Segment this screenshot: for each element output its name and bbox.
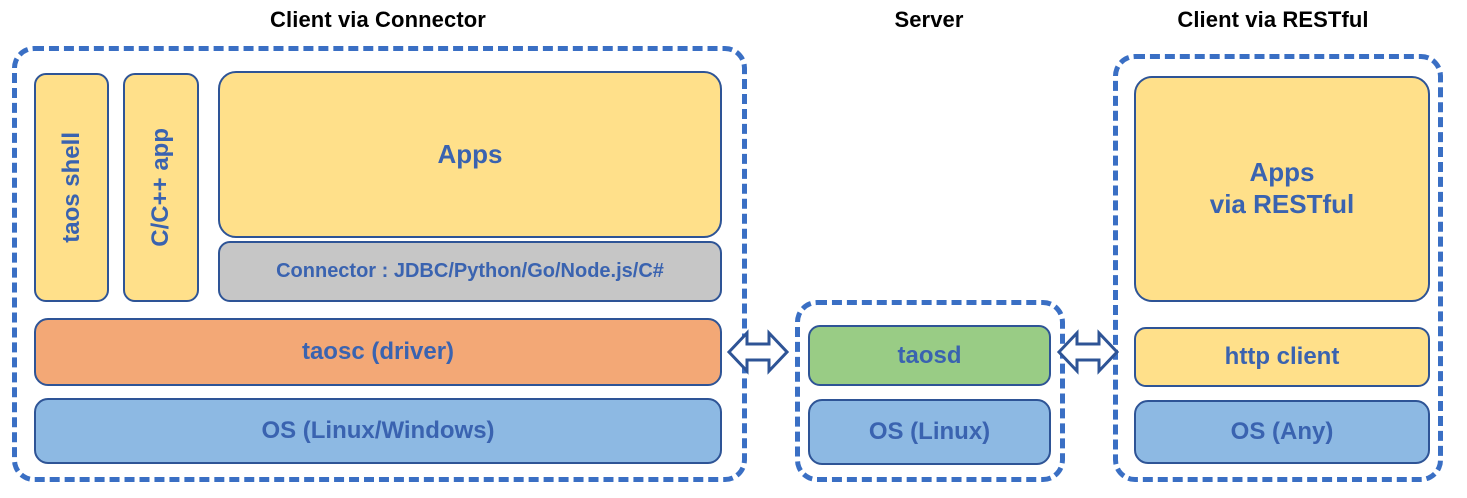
block-http-client[interactable]: http client xyxy=(1134,327,1430,387)
block-os-linux-windows[interactable]: OS (Linux/Windows) xyxy=(34,398,722,464)
block-apps-via-restful-label: Apps via RESTful xyxy=(1210,157,1354,220)
group-client-via-connector xyxy=(12,46,747,482)
section-title-server: Server xyxy=(894,7,964,32)
group-server xyxy=(795,300,1065,482)
block-taos-shell-label: taos shell xyxy=(57,132,85,243)
block-apps-via-restful[interactable]: Apps via RESTful xyxy=(1134,76,1430,302)
section-title-client-via-connector: Client via Connector xyxy=(270,7,486,32)
block-c-cpp-app[interactable]: C/C++ app xyxy=(123,73,199,302)
block-c-cpp-app-label: C/C++ app xyxy=(147,128,175,247)
block-os-linux[interactable]: OS (Linux) xyxy=(808,399,1051,465)
block-taosc-driver[interactable]: taosc (driver) xyxy=(34,318,722,386)
block-taos-shell[interactable]: taos shell xyxy=(34,73,109,302)
block-os-any[interactable]: OS (Any) xyxy=(1134,400,1430,464)
block-apps-via-restful-line1: Apps xyxy=(1249,157,1315,188)
block-apps-via-restful-line2: via RESTful xyxy=(1209,189,1355,219)
block-taosd[interactable]: taosd xyxy=(808,325,1051,386)
bidirectional-arrow-icon-left xyxy=(727,323,789,381)
group-client-via-restful xyxy=(1113,54,1443,482)
block-connector-list[interactable]: Connector : JDBC/Python/Go/Node.js/C# xyxy=(218,241,722,302)
section-title-client-via-restful: Client via RESTful xyxy=(1177,7,1369,32)
bidirectional-arrow-icon-right xyxy=(1057,323,1119,381)
block-apps[interactable]: Apps xyxy=(218,71,722,238)
